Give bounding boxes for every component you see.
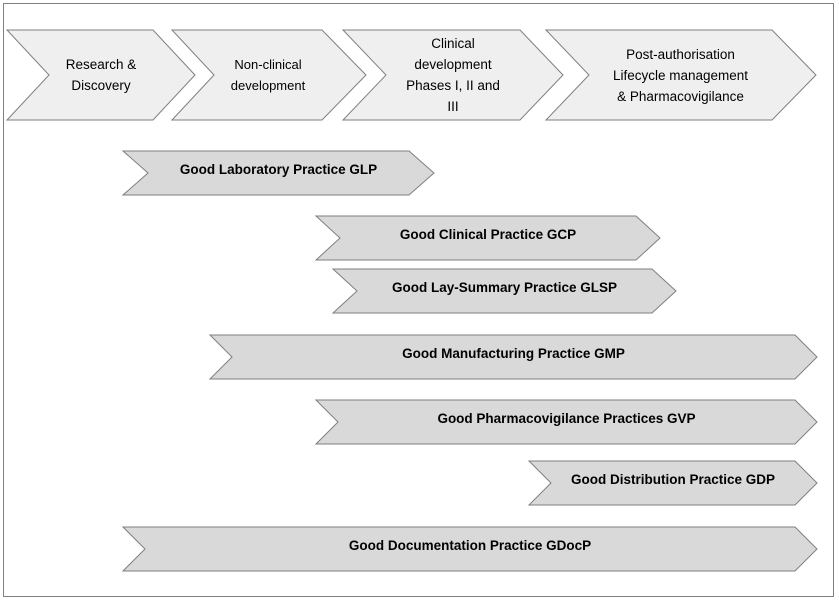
glsp-arrow [331, 268, 677, 314]
practice-label-gdp: Good Distribution Practice GDP [570, 471, 776, 487]
gdocp-arrow [121, 526, 818, 572]
phase-label-post-authorisation: Post-authorisation Lifecycle management … [612, 46, 749, 104]
practice-label-gcp: Good Clinical Practice GCP [399, 226, 577, 242]
phase-non-clinical-chevron [170, 29, 367, 121]
phase-label-research-discovery: Research & Discovery [65, 57, 137, 93]
gvp-arrow [314, 399, 818, 445]
practice-label-glsp: Good Lay-Summary Practice GLSP [391, 279, 618, 295]
practice-label-gvp: Good Pharmacovigilance Practices GVP [437, 410, 696, 426]
phase-label-clinical-development: Clinical development Phases I, II and II… [406, 36, 500, 114]
phase-research-discovery-chevron [5, 29, 196, 121]
practice-label-glp: Good Laboratory Practice GLP [179, 161, 378, 177]
gdp-arrow [527, 460, 818, 506]
phase-label-non-clinical: Non-clinical development [230, 57, 306, 93]
gcp-arrow [314, 215, 661, 261]
phase-post-authorisation-chevron [544, 29, 817, 121]
glp-arrow [121, 150, 435, 196]
phase-clinical-development-chevron [341, 29, 564, 121]
practice-label-gmp: Good Manufacturing Practice GMP [402, 345, 625, 361]
gmp-arrow [208, 334, 818, 380]
practice-label-gdocp: Good Documentation Practice GDocP [348, 537, 592, 553]
